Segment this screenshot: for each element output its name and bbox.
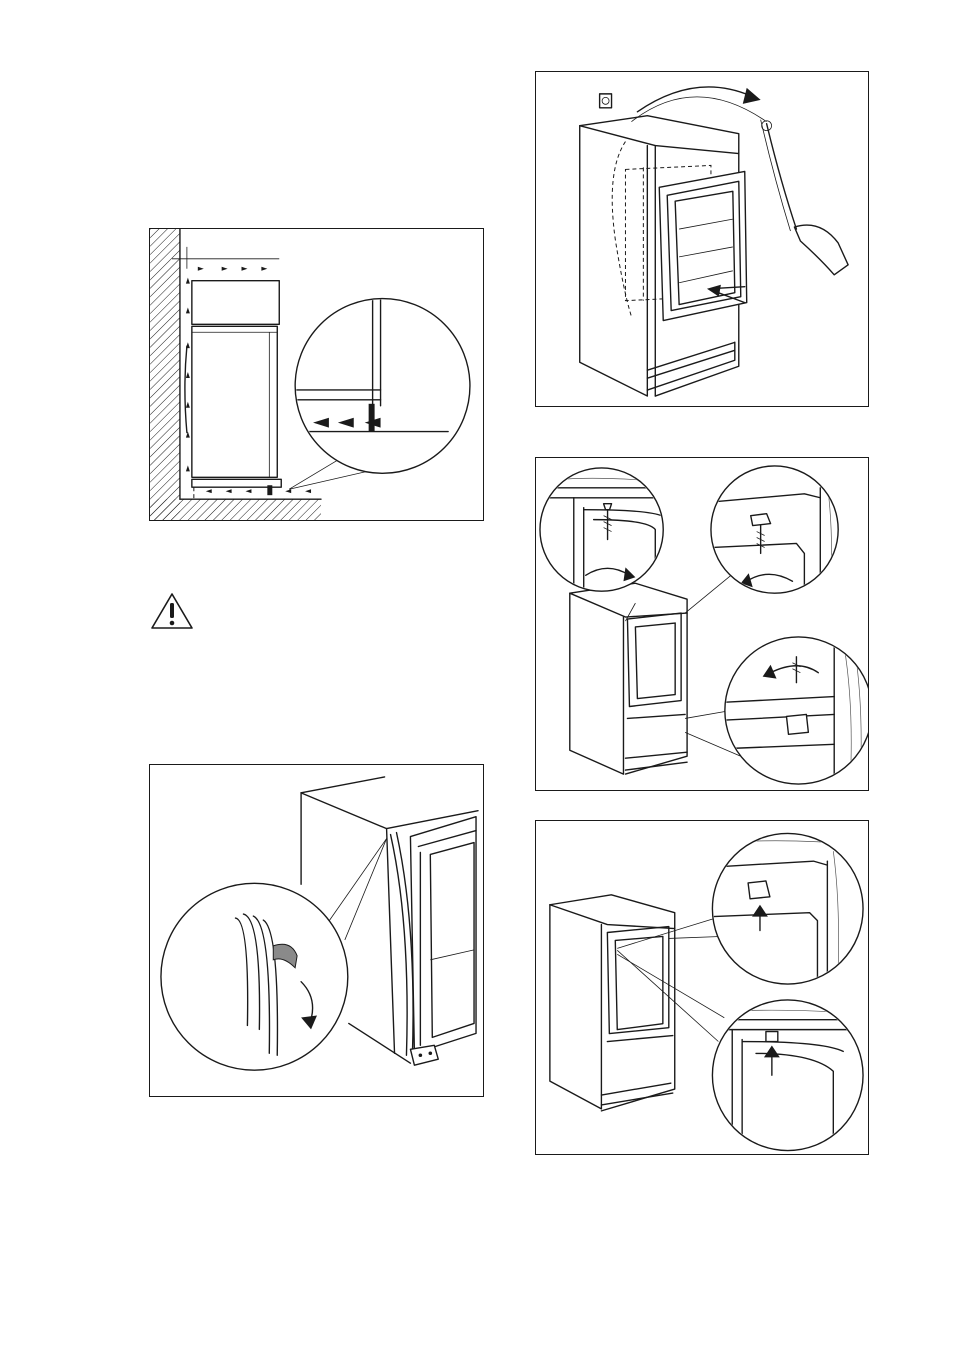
floor-hatch	[150, 499, 321, 520]
figure-ventilation	[149, 228, 484, 521]
figure-insert	[535, 71, 869, 407]
screws-diagram	[536, 458, 868, 790]
figure-screws	[535, 457, 869, 791]
clip-magnifier-bottom	[712, 1000, 863, 1151]
seal-diagram	[150, 765, 483, 1096]
detail-magnifier	[295, 299, 470, 474]
ventilation-diagram	[150, 229, 483, 520]
socket-icon	[600, 94, 612, 108]
warning-triangle-icon	[150, 592, 194, 630]
screw-magnifier-top-left	[540, 468, 663, 591]
wall-hatch	[150, 229, 180, 520]
clips-diagram	[536, 821, 868, 1154]
airflow-up-arrows	[186, 278, 190, 472]
seal-magnifier	[161, 883, 348, 1070]
clip-magnifier-top	[712, 833, 863, 984]
hand	[794, 225, 848, 275]
airflow-top-arrows	[198, 267, 268, 271]
figure-seal	[149, 764, 484, 1097]
airflow-floor-arrows	[206, 489, 311, 493]
figure-clips	[535, 820, 869, 1155]
insert-diagram	[536, 72, 868, 406]
